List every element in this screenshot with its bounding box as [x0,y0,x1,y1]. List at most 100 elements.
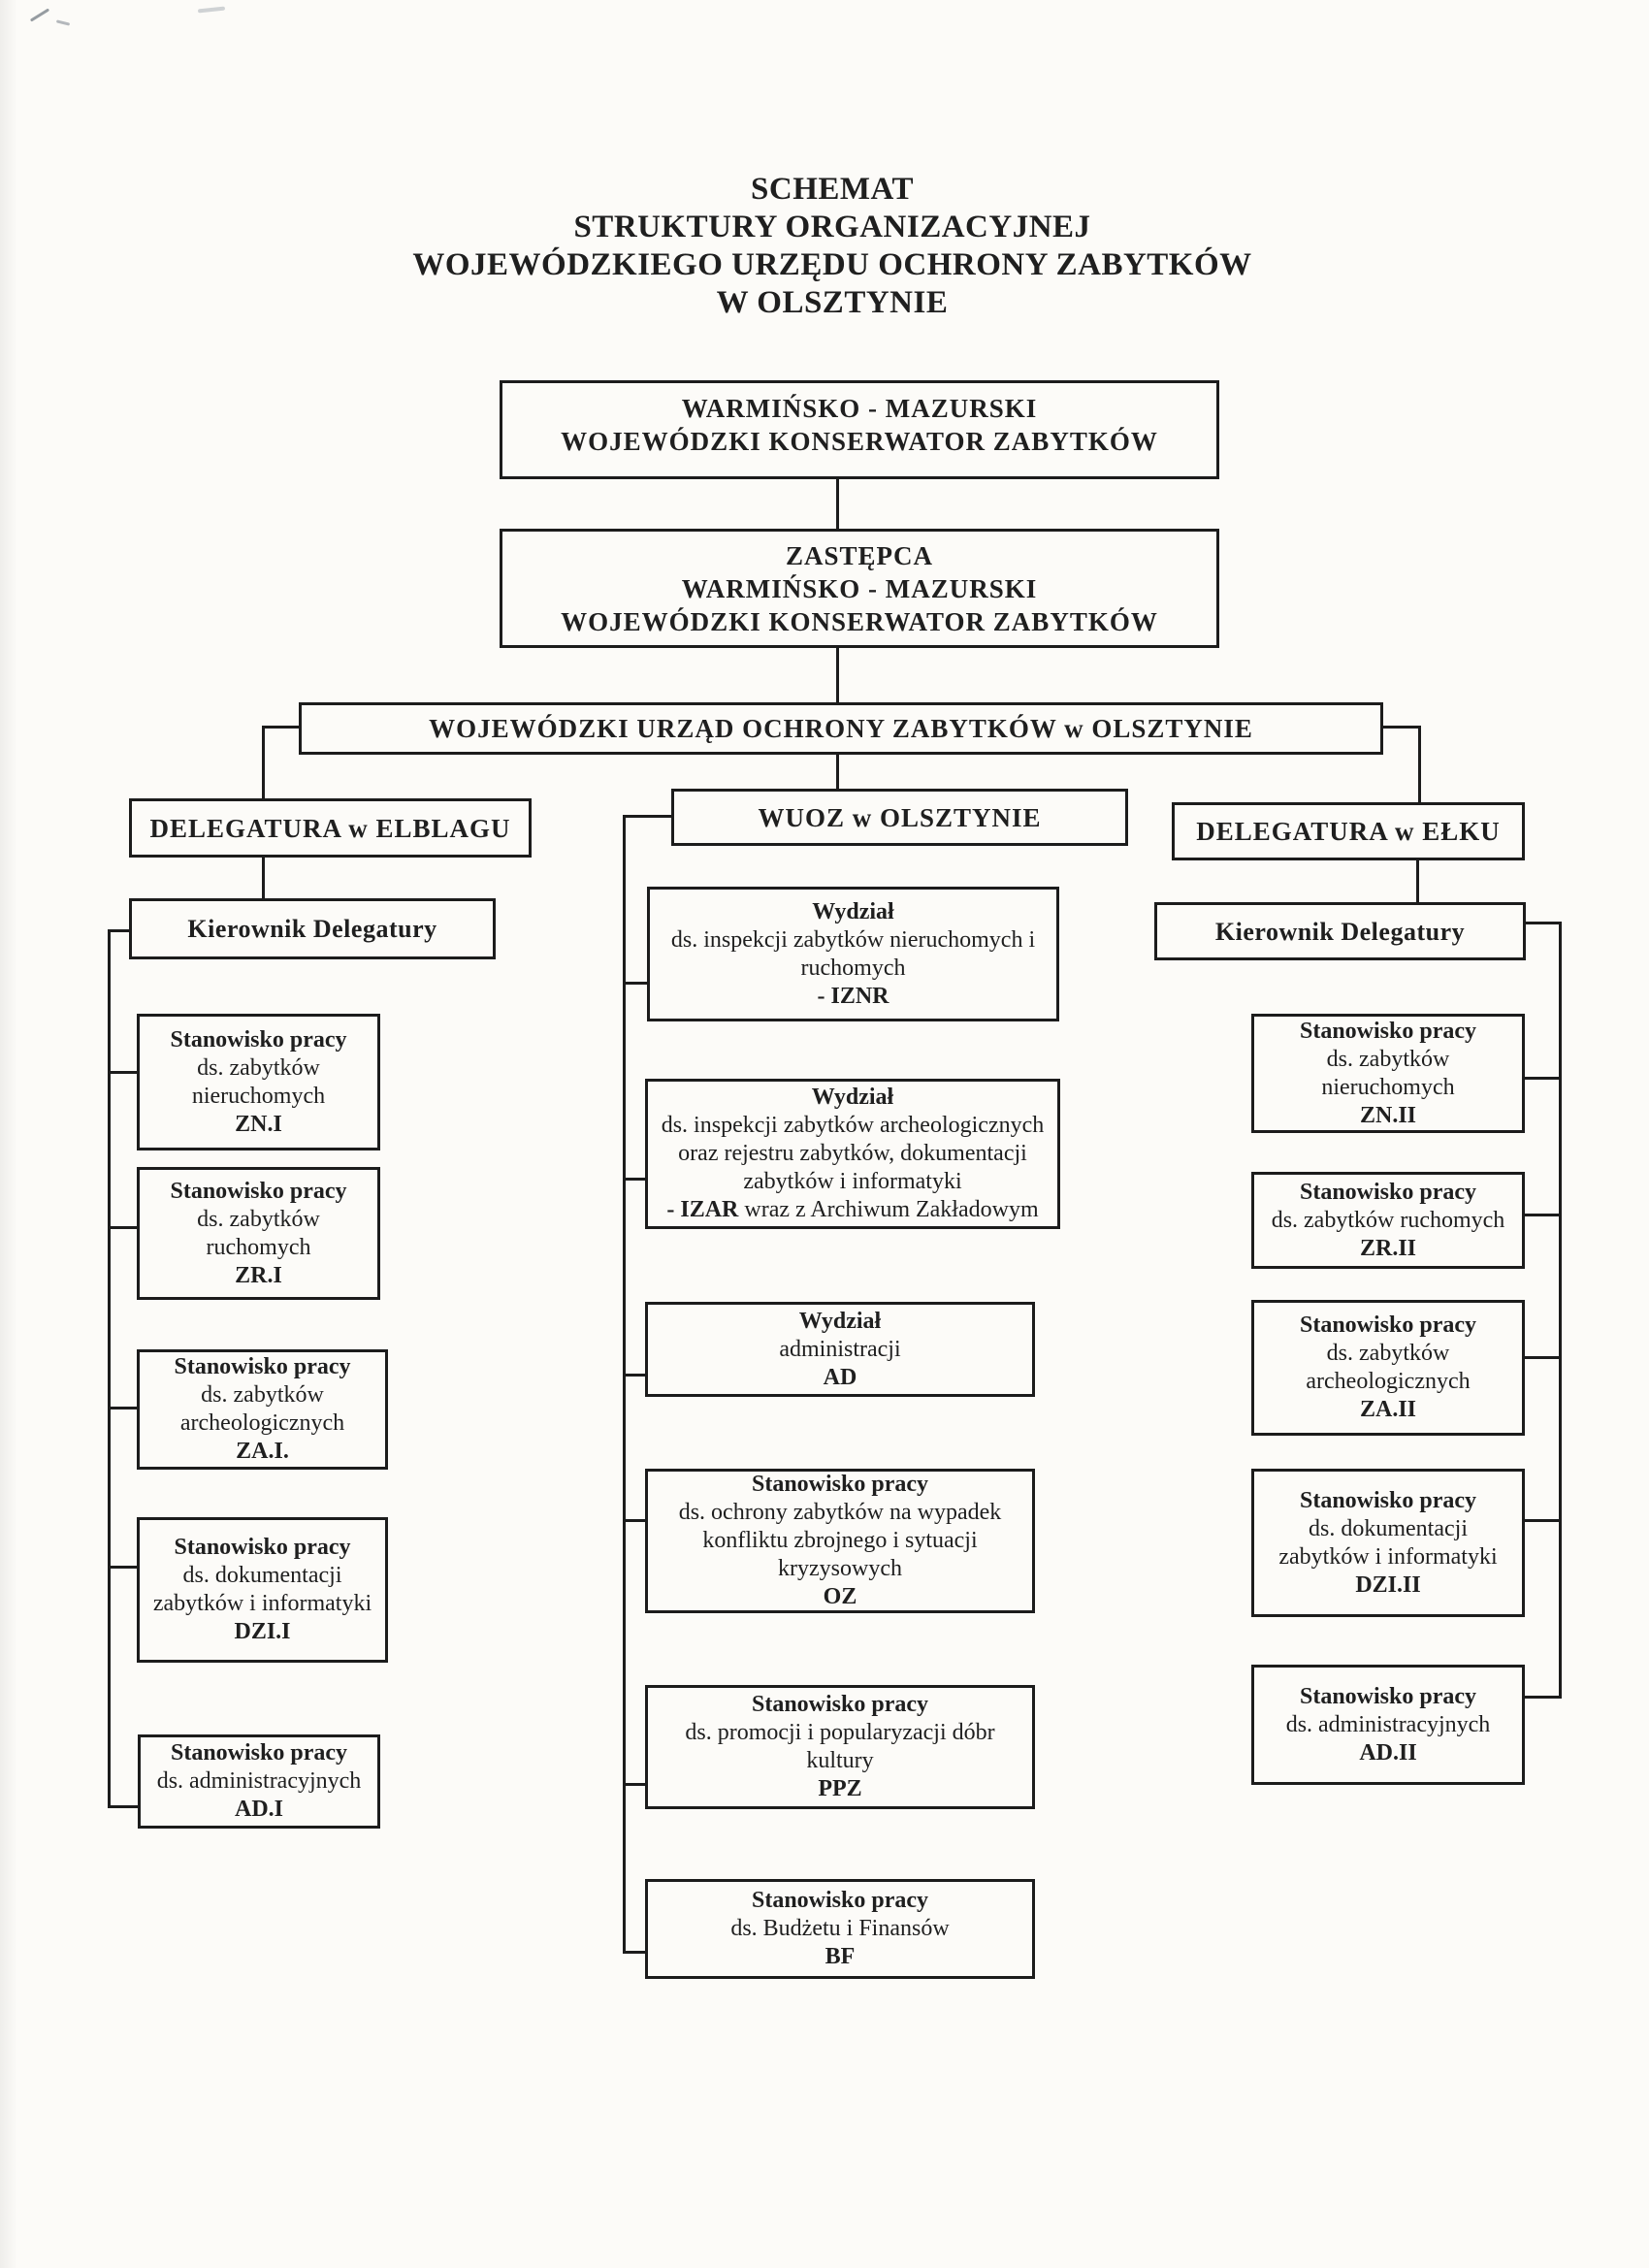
text-line: zabytków i informatyki [743,1169,962,1194]
text-line: ZR.I [235,1262,282,1288]
connector [108,929,111,1808]
scan-artifact [55,19,71,26]
text-line: DELEGATURA w EŁKU [1196,817,1501,846]
text-line: ds. zabytków [201,1382,324,1408]
connector [623,1374,645,1377]
connector [1523,1696,1562,1699]
connector [1523,1077,1562,1080]
text-line: STRUKTURY ORGANIZACYJNEJ [573,210,1091,244]
node-za-ii: Stanowisko pracy ds. zabytków archeologicz… [1251,1300,1525,1436]
text-line: WOJEWÓDZKI KONSERWATOR ZABYTKÓW [561,606,1158,636]
text-line: Stanowisko pracy [751,1888,929,1913]
text-line: Wydział [798,1308,882,1334]
connector [836,648,839,702]
connector [262,858,265,898]
connector [108,1805,138,1808]
connector [623,1519,645,1522]
node-wuoz-olsztyn-urzad: WOJEWÓDZKI URZĄD OCHRONY ZABYTKÓW w OLSZ… [299,702,1383,755]
text-line: PPZ [818,1776,862,1801]
text-line: archeologicznych [179,1410,345,1436]
text-line: Stanowisko pracy [751,1692,929,1717]
text-line: WARMIŃSKO - MAZURSKI [681,394,1038,423]
text-line: AD.I [234,1797,283,1822]
text-line: DZI.I [234,1619,291,1644]
text-line: Stanowisko pracy [1299,1683,1477,1709]
connector [1523,1356,1562,1359]
node-wuoz-olsztyn-office: WUOZ w OLSZTYNIE [671,789,1128,846]
text-line: ZA.I. [236,1439,289,1464]
connector [1418,726,1421,802]
text-line: Wydział [811,1085,894,1110]
node-wydzial-izar: Wydział ds. inspekcji zabytków archeologi… [645,1079,1060,1229]
connector [1523,1519,1562,1522]
scan-artifact [29,8,50,22]
text-line: ds. zabytków [197,1054,320,1081]
connector [1523,1214,1562,1216]
text-line: ds. zabytków [1326,1341,1450,1366]
connector [623,1178,645,1181]
connector [262,726,299,729]
text-line: DELEGATURA w ELBLAGU [149,813,511,843]
text-line: ruchomych [206,1234,311,1260]
text-line: ZN.I [235,1111,282,1137]
connector [108,1566,137,1569]
node-kierownik-delegatury-elblag: Kierownik Delegatury [129,898,496,959]
text-line: Stanowisko pracy [1299,1312,1477,1338]
text-line: Stanowisko pracy [1299,1487,1477,1513]
connector [108,1071,137,1074]
text-line: ds. zabytków [1326,1046,1450,1072]
text-line: Stanowisko pracy [1299,1179,1477,1205]
text-line: ds. ochrony zabytków na wypadek [678,1500,1002,1525]
connector [623,815,671,818]
text-line: ds. Budżetu i Finansów [730,1916,950,1941]
text-line: zabytków i informatyki [152,1591,372,1616]
text-line: archeologicznych [1306,1369,1471,1394]
text-line: W OLSZTYNIE [716,285,949,320]
text-line: ruchomych [800,955,906,981]
text-line: Kierownik Delegatury [187,915,437,943]
connector [262,726,265,798]
text-line: Stanowisko pracy [170,1178,347,1204]
node-oz: Stanowisko pracy ds. ochrony zabytków na … [645,1469,1035,1613]
connector [108,1407,137,1409]
text-line: ZASTĘPCA [785,540,934,570]
text-line: Stanowisko pracy [1299,1018,1477,1044]
connector [836,479,839,529]
text-line: administracji [779,1336,901,1362]
text-line: ZA.II [1359,1397,1417,1422]
text-line: zabytków i informatyki [1278,1543,1498,1570]
text-line: ds. zabytków ruchomych [1271,1207,1505,1233]
connector [1383,726,1421,729]
connector [623,982,647,985]
text-line: OZ [823,1584,857,1609]
text-line: WOJEWÓDZKI URZĄD OCHRONY ZABYTKÓW w OLSZ… [429,714,1253,743]
text-line: BF [824,1944,856,1969]
text-line: AD [823,1364,857,1390]
text-line: ds. dokumentacji [182,1563,342,1588]
text-line: Kierownik Delegatury [1214,917,1466,946]
text-line: ZN.II [1359,1102,1417,1128]
text-line: nieruchomych [1321,1074,1455,1100]
text-line: Stanowisko pracy [751,1472,929,1497]
text-line: nieruchomych [191,1083,326,1109]
text-line: konfliktu zbrojnego i sytuacji [702,1528,978,1553]
text-line: AD.II [1359,1739,1417,1766]
text-line: DZI.II [1355,1571,1421,1598]
connector [836,755,839,789]
connector [1416,860,1419,902]
text-line: Stanowisko pracy [170,1026,347,1053]
text-line: ds. inspekcji zabytków nieruchomych i [670,926,1036,953]
text-line: WOJEWÓDZKI KONSERWATOR ZABYTKÓW [561,427,1158,456]
text-line: ds. zabytków [197,1206,320,1232]
text-line: ds. inspekcji zabytków archeologicznych [661,1113,1045,1138]
